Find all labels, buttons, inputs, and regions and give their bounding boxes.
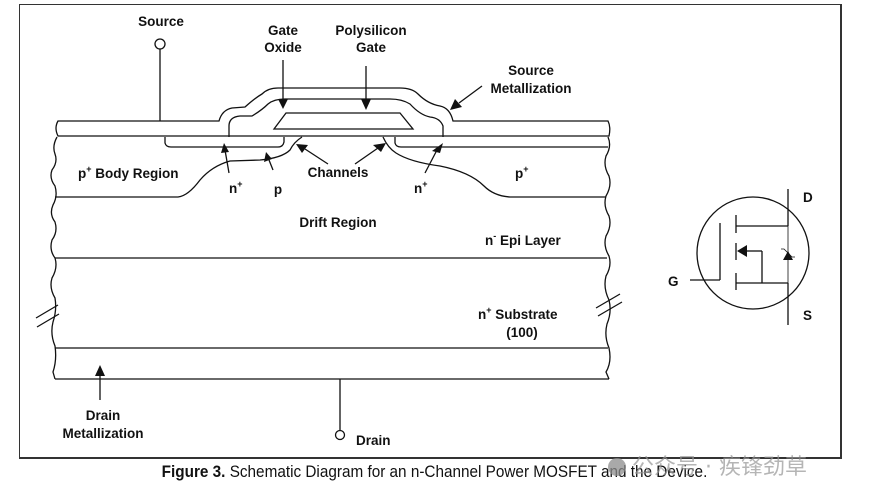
channel-left-arrow-line [304, 148, 329, 165]
p-body-label: p+ Body Region [78, 164, 179, 181]
body-arrow-icon [737, 245, 747, 257]
polysilicon-label-line1: Polysilicon [335, 23, 406, 38]
n-plus-left-arrowhead [221, 143, 229, 153]
substrate-label: n+ Substrate [478, 305, 558, 322]
p-body-left [55, 136, 303, 198]
symbol-drain-label: D [803, 190, 813, 205]
die-left-edge [50, 136, 58, 380]
wechat-icon [608, 458, 626, 476]
caption-text: Schematic Diagram for an n-Channel Power… [225, 462, 708, 481]
source-metal-arrowhead [450, 99, 462, 110]
p-body-right [382, 136, 606, 198]
p-label: p [274, 182, 282, 197]
source-metal-label-line1: Source [508, 63, 554, 78]
caption-figure-number: Figure 3. [161, 462, 226, 481]
gate-oxide-layer [228, 98, 444, 137]
symbol-gate-label: G [668, 274, 679, 289]
source-terminal [154, 38, 166, 50]
watermark: 公众号 · 疾锋劲草 [608, 449, 807, 481]
n-plus-left-arrow-line [224, 149, 230, 174]
n-plus-right-arrowhead [432, 143, 443, 153]
n-plus-right-well [394, 137, 608, 148]
gate-oxide-label-line1: Gate [268, 23, 299, 38]
source-label: Source [138, 14, 184, 29]
drift-region-label: Drift Region [299, 215, 376, 230]
channel-right-arrowhead [373, 143, 386, 152]
substrate-orientation-label: (100) [506, 325, 538, 340]
symbol-source-label: S [803, 308, 812, 323]
drain-metal-label-line2: Metallization [62, 426, 143, 441]
body-diode-icon [783, 251, 793, 260]
n-plus-right-arrow-line [424, 149, 438, 174]
channel-left-arrowhead [296, 144, 308, 153]
drain-label: Drain [356, 433, 391, 448]
n-plus-right-label: n+ [414, 179, 428, 196]
p-plus-right-label: p+ [515, 164, 529, 181]
figure-caption: Figure 3. Schematic Diagram for an n-Cha… [43, 462, 825, 482]
source-metallization [55, 87, 611, 137]
polysilicon-arrowhead [361, 99, 371, 110]
n-plus-left-label: n+ [229, 179, 243, 196]
break-mark-left [35, 304, 60, 328]
figure-frame [19, 4, 842, 459]
p-arrow-line [268, 159, 274, 171]
channel-right-arrow-line [354, 147, 379, 165]
epi-layer-label: n- Epi Layer [485, 231, 562, 248]
gate-oxide-arrowhead [278, 99, 288, 109]
source-metal-arrow-line [458, 85, 483, 104]
watermark-text: 公众号 · 疾锋劲草 [632, 455, 807, 480]
gate-oxide-label-line2: Oxide [264, 40, 302, 55]
p-arrowhead [264, 152, 272, 162]
mosfet-symbol [690, 189, 810, 325]
drain-metal-label-line1: Drain [86, 408, 121, 423]
polysilicon-label-line2: Gate [356, 40, 387, 55]
channels-label: Channels [308, 165, 369, 180]
drain-metal-arrowhead [95, 365, 105, 376]
die-right-edge [604, 136, 611, 380]
symbol-circle [696, 196, 810, 310]
polysilicon-gate [272, 112, 415, 130]
source-metal-label-line2: Metallization [490, 81, 571, 96]
break-mark-right [595, 293, 623, 317]
drain-terminal [334, 429, 346, 441]
